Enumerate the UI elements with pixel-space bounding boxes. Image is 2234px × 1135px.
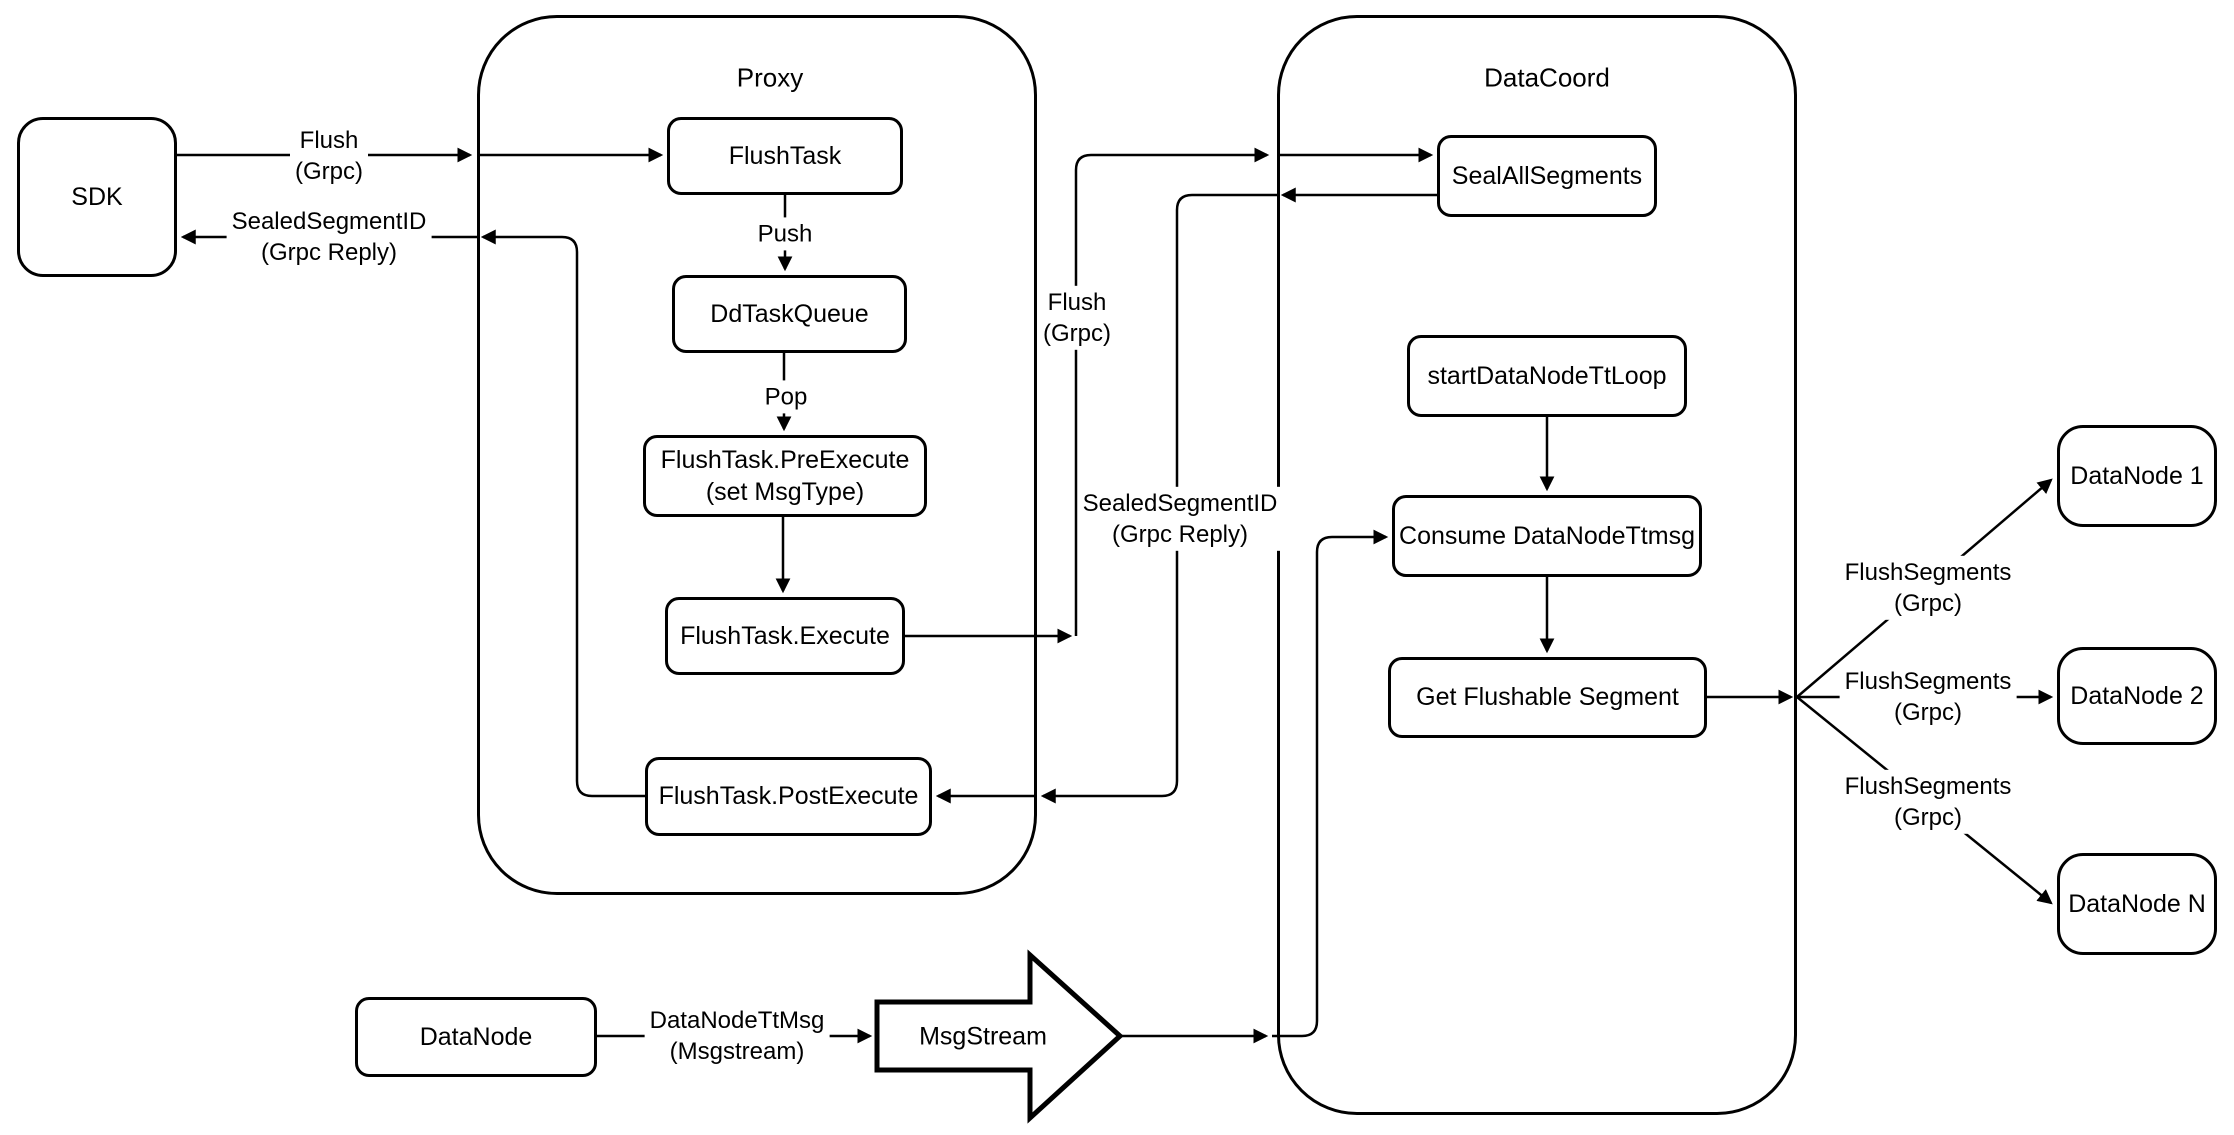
datanoden-node-label: DataNode N [2068, 889, 2206, 918]
sdk-node: SDK [17, 117, 177, 277]
execute-node-label: FlushTask.Execute [680, 621, 890, 650]
consume-datanodettmsg-node: Consume DataNodeTtmsg [1392, 495, 1702, 577]
datanode-bottom-node-label: DataNode [419, 1022, 533, 1051]
flush-grpc-label-sdk: Flush (Grpc) [290, 123, 368, 189]
datanode1-node: DataNode 1 [2057, 425, 2217, 527]
datanoden-node: DataNode N [2057, 853, 2217, 955]
flush-grpc-label-mid-line2: (Grpc) [1043, 320, 1111, 347]
sealedsegmentid-label-mid: SealedSegmentID (Grpc Reply) [1077, 486, 1283, 552]
flushsegments-label-1-line2: (Grpc) [1894, 590, 1962, 617]
flushsegments-label-3: FlushSegments (Grpc) [1839, 769, 2017, 835]
preexecute-node-sublabel: (set MsgType) [705, 478, 865, 506]
sealedsegmentid-label-mid-line1: SealedSegmentID [1082, 489, 1278, 517]
sealallsegments-node: SealAllSegments [1437, 135, 1657, 217]
datacoord-container [1277, 15, 1797, 1115]
datanode2-node: DataNode 2 [2057, 647, 2217, 745]
datanode-bottom-node: DataNode [355, 997, 597, 1077]
postexecute-node-label: FlushTask.PostExecute [658, 782, 919, 811]
sealedsegmentid-label-mid-line2: (Grpc Reply) [1111, 521, 1249, 548]
msgstream-block-arrow-shape [874, 949, 1124, 1124]
flush-grpc-label-mid: Flush (Grpc) [1038, 285, 1116, 351]
flushsegments-label-2-line1: FlushSegments [1844, 667, 2012, 695]
sealallsegments-node-label: SealAllSegments [1451, 161, 1643, 190]
datanodettmsg-label-line1: DataNodeTtMsg [649, 1006, 825, 1034]
msgstream-in-to-consume-line [1272, 529, 1389, 1038]
push-label: Push [752, 217, 818, 251]
sdk-node-label: SDK [71, 182, 123, 211]
ddtaskqueue-node-label: DdTaskQueue [710, 299, 869, 328]
sealedsegmentid-label-sdk-line2: (Grpc Reply) [260, 239, 398, 266]
flush-channel-up-line [1074, 147, 1270, 636]
flushsegments-label-2: FlushSegments (Grpc) [1839, 664, 2017, 730]
flush-grpc-label-mid-line1: Flush [1047, 288, 1107, 316]
datanodettmsg-label: DataNodeTtMsg (Msgstream) [644, 1003, 830, 1069]
startdatanodettloop-node: startDataNodeTtLoop [1407, 335, 1687, 417]
datanode2-node-label: DataNode 2 [2070, 681, 2204, 710]
sealedsegmentid-label-sdk: SealedSegmentID (Grpc Reply) [226, 204, 432, 270]
preexecute-node: FlushTask.PreExecute (set MsgType) [643, 435, 927, 517]
msgstream-shape-label: MsgStream [919, 1022, 1047, 1051]
flushtask-node-label: FlushTask [728, 141, 842, 170]
preexecute-node-label: FlushTask.PreExecute [660, 445, 910, 474]
postexecute-to-proxy-border-line [480, 229, 645, 798]
flush-grpc-label-sdk-line1: Flush [299, 126, 359, 154]
flushsegments-label-3-line1: FlushSegments [1844, 772, 2012, 800]
datacoord-container-label: DataCoord [1484, 62, 1610, 93]
ddtaskqueue-node: DdTaskQueue [672, 275, 907, 353]
sealedsegmentid-label-sdk-line1: SealedSegmentID [231, 207, 427, 235]
pop-label: Pop [759, 380, 813, 414]
flushsegments-label-3-line2: (Grpc) [1894, 804, 1962, 831]
flushsegments-label-1-line1: FlushSegments [1844, 558, 2012, 586]
postexecute-node: FlushTask.PostExecute [645, 757, 932, 836]
get-flushable-segment-node-label: Get Flushable Segment [1416, 683, 1679, 712]
consume-datanodettmsg-node-label: Consume DataNodeTtmsg [1399, 521, 1695, 550]
flushtask-node: FlushTask [667, 117, 903, 195]
execute-node: FlushTask.Execute [665, 597, 905, 675]
datanodettmsg-label-line2: (Msgstream) [669, 1038, 805, 1065]
flushsegments-label-1: FlushSegments (Grpc) [1839, 555, 2017, 621]
startdatanodettloop-node-label: startDataNodeTtLoop [1427, 361, 1667, 390]
proxy-container-label: Proxy [736, 62, 804, 93]
datanode1-node-label: DataNode 1 [2070, 461, 2204, 490]
flushsegments-label-2-line2: (Grpc) [1894, 699, 1962, 726]
flush-grpc-label-sdk-line2: (Grpc) [295, 158, 363, 185]
proxy-container [477, 15, 1037, 895]
get-flushable-segment-node: Get Flushable Segment [1388, 657, 1707, 738]
